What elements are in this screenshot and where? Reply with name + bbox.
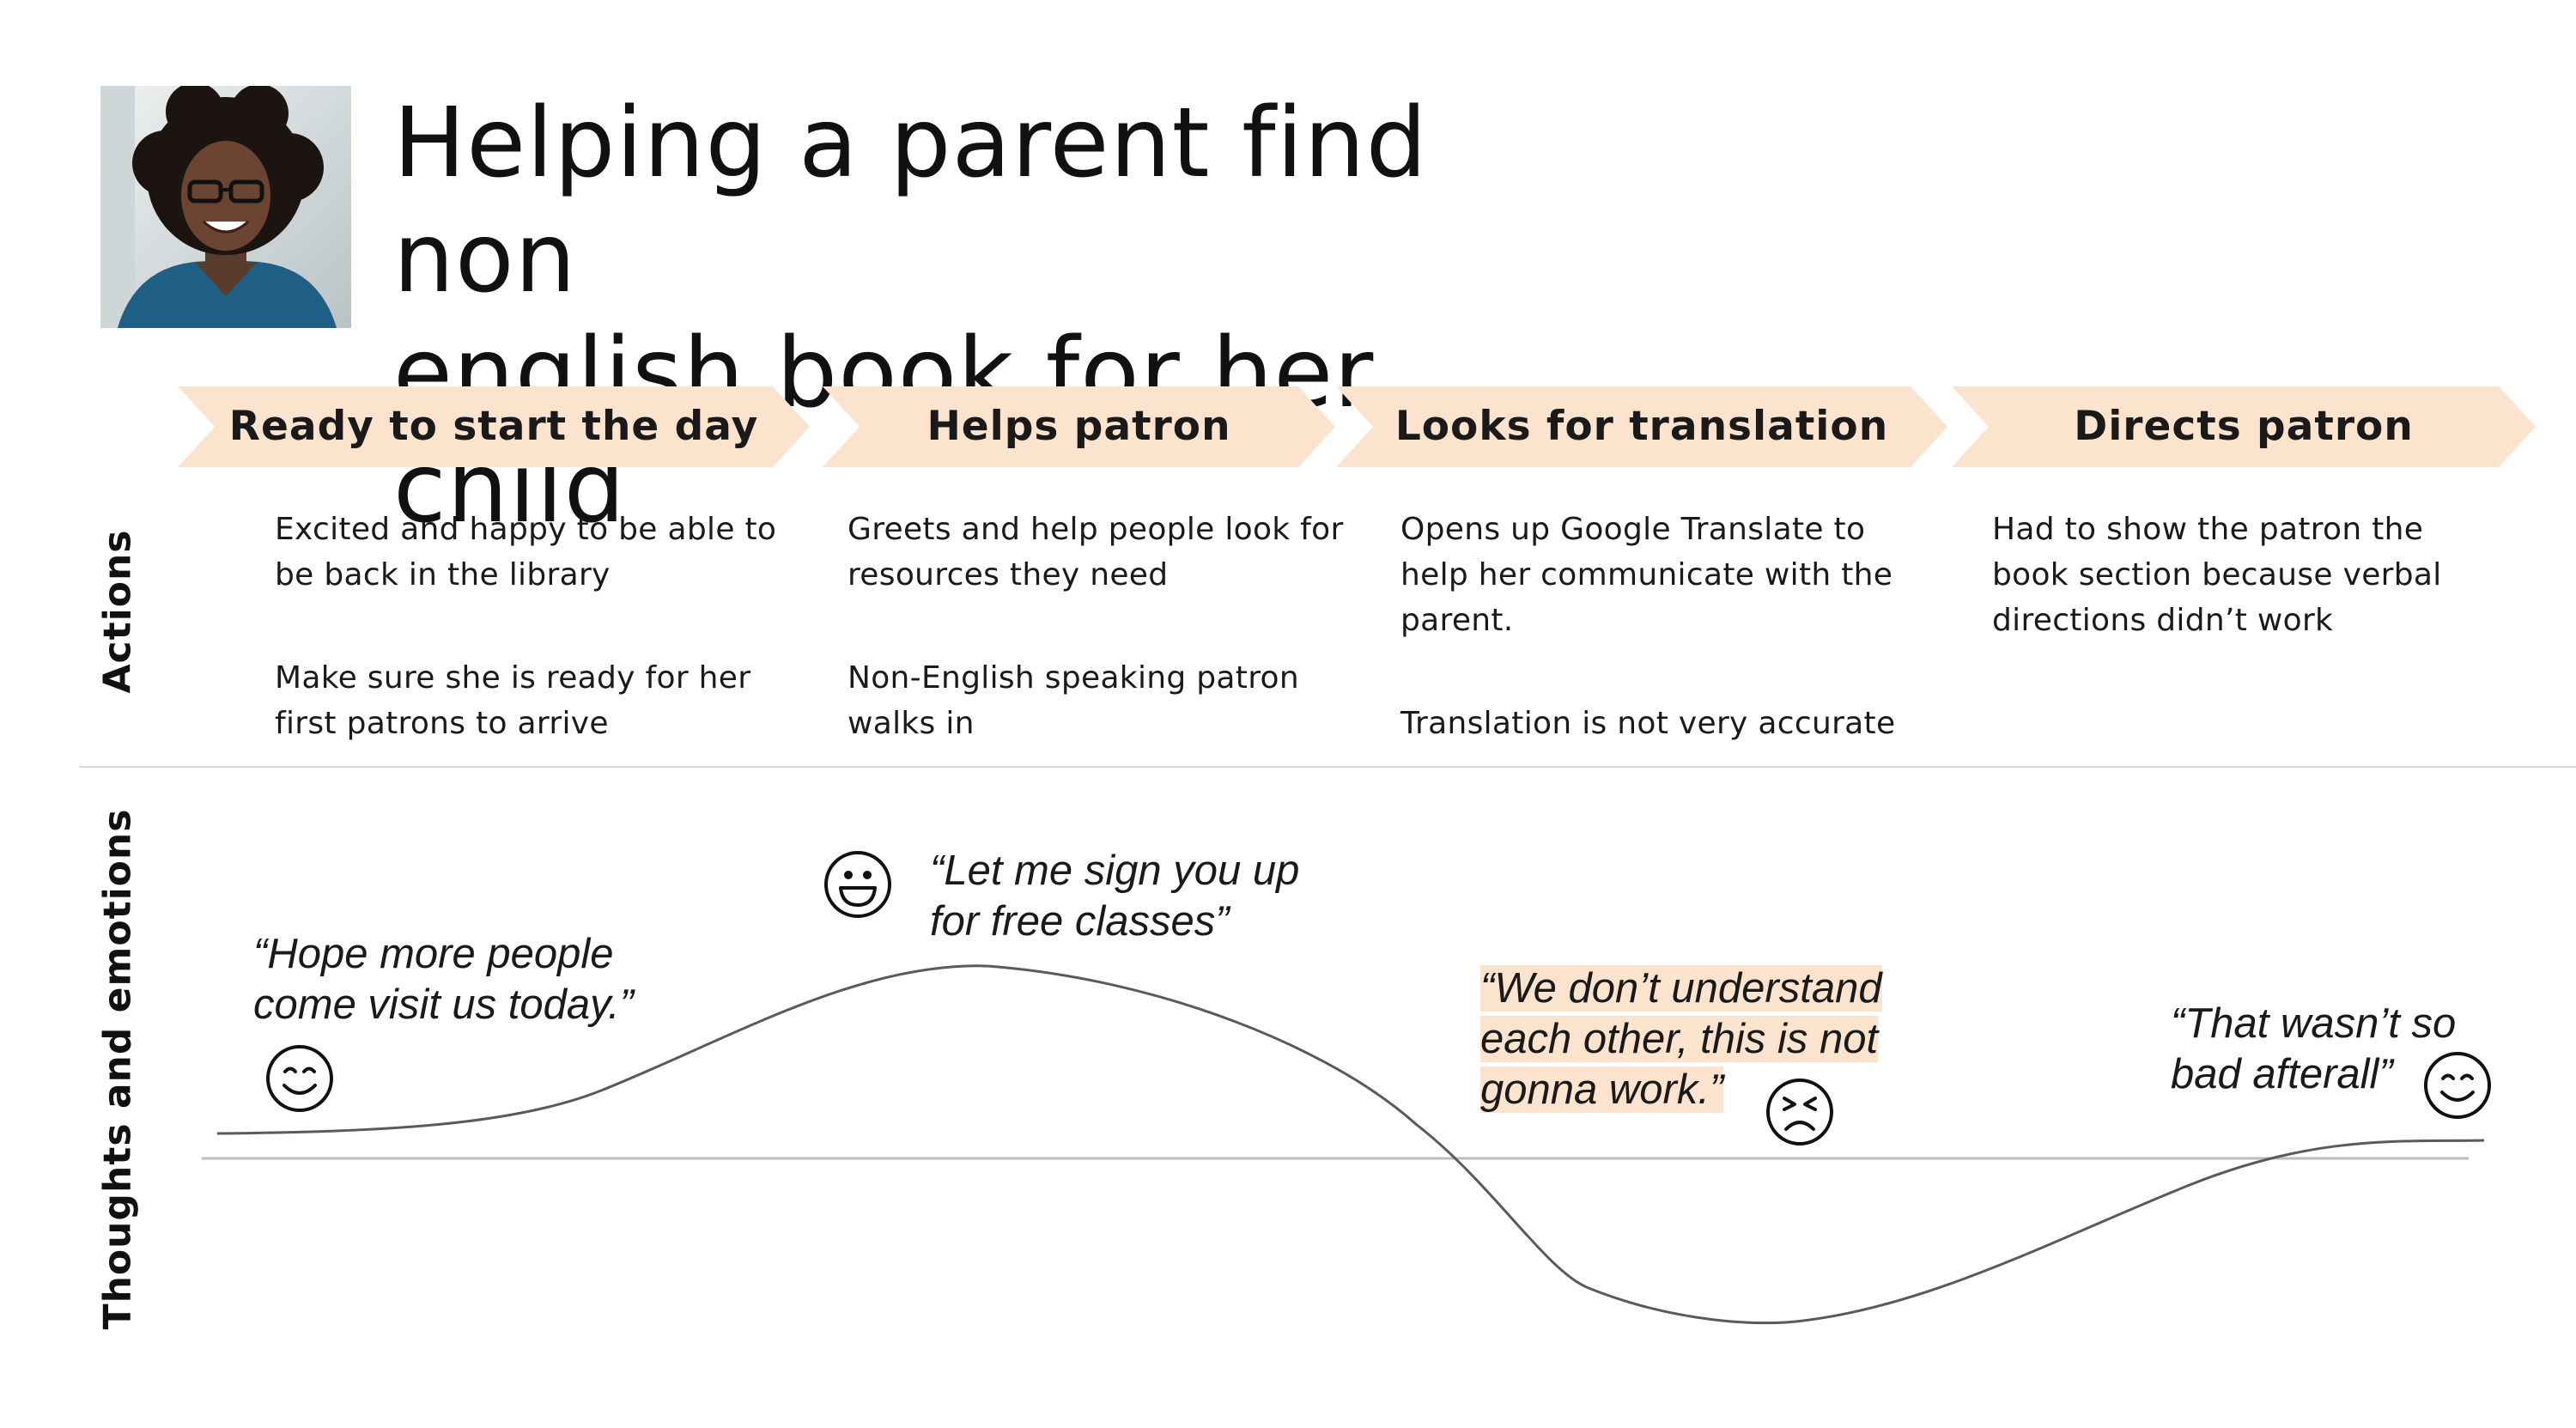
action-text: Excited and happy to be able to be back … (275, 512, 777, 592)
action-text: Make sure she is ready for her first pat… (275, 660, 751, 741)
action-text: Greets and help people look for resource… (848, 512, 1344, 592)
stage-label-directs-patron: Directs patron (2074, 403, 2414, 450)
stage-label-translation: Looks for translation (1394, 403, 1889, 450)
action-text: Translation is not very accurate (1400, 706, 1896, 741)
action-text: Had to show the patron the book section … (1992, 512, 2442, 638)
smiling-face-icon (2424, 1052, 2491, 1119)
smiling-face-icon (266, 1045, 333, 1112)
persona-avatar (100, 86, 351, 328)
stage-label-helps-patron: Helps patron (927, 403, 1231, 450)
section-divider (79, 766, 2576, 768)
quote-text: “That wasn’t so bad afterall” (2171, 1000, 2457, 1097)
quote-line: “We don’t understand (1480, 965, 1882, 1012)
quote-text: “Hope more people come visit us today.” (253, 931, 634, 1028)
quote-line: each other, this is not (1480, 1016, 1879, 1062)
grinning-face-icon (824, 851, 891, 918)
stage-label-ready: Ready to start the day (228, 403, 759, 450)
persona-photo-icon (100, 86, 351, 328)
quote-text-highlighted: “We don’t understand each other, this is… (1480, 963, 1927, 1115)
emotion-curve (216, 964, 2485, 1325)
quote-line: gonna work.” (1480, 1066, 1724, 1113)
action-text: Non-English speaking patron walks in (848, 660, 1299, 741)
action-text: Opens up Google Translate to help her co… (1400, 512, 1893, 638)
frustrated-face-icon (1766, 1079, 1833, 1145)
quote-text: “Let me sign you up for free classes” (930, 848, 1300, 945)
